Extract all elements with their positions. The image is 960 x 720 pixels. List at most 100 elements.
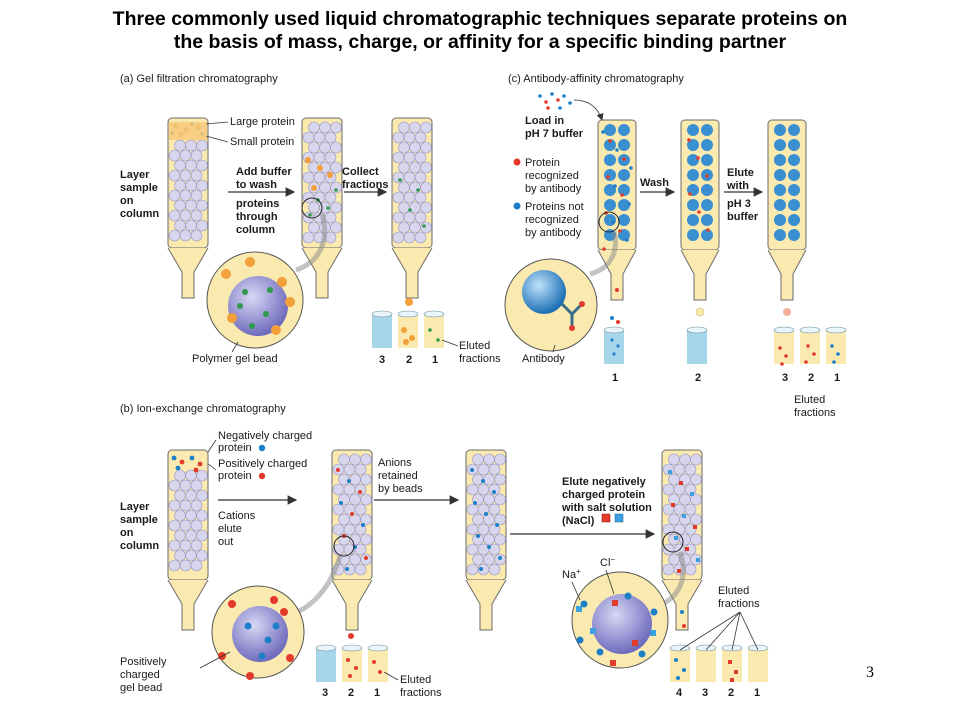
tube-rim — [315, 644, 337, 652]
gel-bead — [168, 229, 181, 242]
gel-bead — [483, 553, 495, 566]
gel-bead — [398, 221, 410, 234]
antibody-bead — [687, 214, 699, 226]
svg-text:2: 2 — [406, 354, 412, 366]
gel-bead — [673, 523, 686, 536]
protein-dot — [676, 676, 680, 680]
small-protein-dot — [237, 303, 243, 309]
antibody-bead — [788, 229, 800, 241]
gel-bead — [488, 463, 501, 476]
positive-protein-dot — [228, 600, 236, 608]
small-protein-dot — [398, 178, 402, 182]
gel-bead — [668, 513, 680, 526]
ion — [650, 630, 656, 636]
large-protein-dot — [311, 185, 317, 191]
gel-bead — [190, 169, 203, 182]
positive-bead-label: Positively charged gel bead — [120, 656, 170, 694]
gel-bead — [319, 121, 331, 134]
gel-bead — [168, 539, 181, 552]
negative-protein-dot — [258, 652, 266, 660]
gel-bead — [420, 121, 432, 134]
panel-a-heading: (a) Gel filtration chromatography — [120, 73, 278, 85]
gel-bead — [308, 201, 320, 214]
gel-bead — [330, 121, 342, 134]
gel-bead — [349, 553, 361, 566]
tube-number-1: 1 — [612, 372, 618, 384]
gel-bead — [398, 181, 410, 194]
collect-label: Collect fractions — [342, 166, 388, 191]
gel-bead — [319, 141, 331, 154]
gel-bead — [466, 563, 479, 576]
gel-bead — [174, 549, 186, 562]
gel-bead — [185, 219, 197, 232]
gel-bead — [330, 141, 342, 154]
eluted-tubes-b1 — [315, 644, 389, 682]
antibody-bead — [788, 154, 800, 166]
tube-rim — [825, 326, 847, 334]
gel-bead — [349, 493, 361, 506]
gel-column-2 — [301, 117, 343, 299]
panel-antibody-affinity: (c) Antibody-affinity chromatography Loa… — [504, 73, 847, 419]
eluted-tube — [368, 648, 388, 682]
wash-label: Wash — [640, 177, 669, 189]
antibody-bead — [701, 199, 713, 211]
gel-bead — [398, 201, 410, 214]
small-protein-dot — [326, 206, 330, 210]
gel-bead — [179, 559, 192, 572]
tube-rim — [799, 326, 821, 334]
protein-dot — [625, 238, 629, 242]
ion — [610, 660, 616, 666]
drop — [348, 633, 354, 639]
protein-dot — [487, 545, 491, 549]
positive-protein-dot — [286, 654, 294, 662]
antibody-bead — [701, 229, 713, 241]
protein-dot — [836, 352, 840, 356]
gel-bead — [360, 513, 372, 526]
svg-text:3: 3 — [702, 687, 708, 699]
gel-bead — [466, 503, 479, 516]
antibody-bead — [774, 184, 786, 196]
protein-dot — [193, 467, 199, 473]
gel-bead — [668, 453, 680, 466]
gel-bead — [330, 161, 342, 174]
gel-bead — [690, 453, 702, 466]
protein-dot — [616, 344, 620, 348]
positive-gel-bead — [232, 606, 288, 662]
gel-bead — [354, 543, 367, 556]
ion — [612, 600, 618, 606]
gel-bead — [168, 169, 181, 182]
antibody-bead — [604, 154, 616, 166]
antibody-bead — [687, 154, 699, 166]
eluted-tube — [826, 330, 846, 364]
antibody-shape — [560, 302, 582, 326]
eluted-tube — [372, 314, 392, 348]
eluted-fractions-a: Eluted fractions — [459, 340, 501, 365]
gel-bead — [196, 179, 208, 192]
gel-bead — [343, 483, 356, 496]
gel-bead — [338, 453, 350, 466]
protein-dot — [806, 344, 810, 348]
gel-bead — [488, 503, 501, 516]
gel-bead — [174, 139, 186, 152]
large-protein-dot — [221, 269, 231, 279]
ion — [730, 678, 734, 682]
protein-dot — [568, 101, 572, 105]
gel-bead — [190, 209, 203, 222]
gel-bead — [185, 489, 197, 502]
svg-text:3: 3 — [782, 372, 788, 384]
large-protein-dot — [277, 277, 287, 287]
svg-text:1: 1 — [754, 687, 760, 699]
gel-bead — [398, 161, 410, 174]
gel-bead — [360, 493, 372, 506]
small-protein-label: Small protein — [230, 136, 294, 148]
gel-bead — [168, 499, 181, 512]
protein-dot — [175, 465, 181, 471]
large-protein-dot — [271, 325, 281, 335]
gel-bead — [420, 161, 432, 174]
antibody-bead — [522, 270, 566, 314]
gel-bead — [398, 121, 410, 134]
gel-bead — [477, 483, 490, 496]
large-protein-dot — [305, 157, 311, 163]
negative-protein-dot — [264, 636, 272, 644]
protein-dot — [544, 100, 548, 104]
